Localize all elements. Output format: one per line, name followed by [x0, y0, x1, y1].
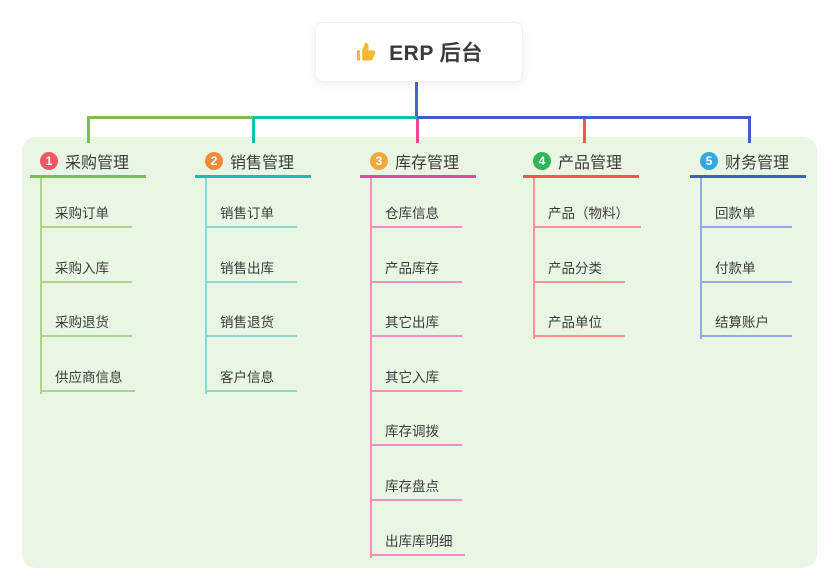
leaf-node[interactable]: 结算账户 — [700, 299, 792, 338]
connector-sub-line — [205, 178, 207, 394]
leaf-node[interactable]: 出库库明细 — [370, 518, 465, 556]
leaf-node[interactable]: 销售退货 — [205, 299, 297, 338]
leaf-node[interactable]: 采购订单 — [40, 190, 132, 228]
leaf-node[interactable]: 销售订单 — [205, 190, 297, 228]
root-node[interactable]: ERP 后台 — [315, 22, 523, 82]
leaf-node[interactable]: 产品单位 — [533, 299, 625, 338]
leaf-node[interactable]: 采购入库 — [40, 245, 132, 283]
branch-badge: 4 — [533, 151, 551, 170]
leaf-node[interactable]: 客户信息 — [205, 354, 297, 392]
leaf-node[interactable]: 回款单 — [700, 190, 792, 228]
leaf-node[interactable]: 库存盘点 — [370, 463, 462, 501]
branch-badge: 5 — [700, 151, 718, 170]
connector-bus-segment — [417, 116, 751, 119]
connector-sub-line — [40, 178, 42, 394]
connector-bus-segment — [253, 116, 417, 119]
leaf-node[interactable]: 产品分类 — [533, 245, 625, 283]
leaf-node[interactable]: 付款单 — [700, 245, 792, 283]
branch-node-purchase[interactable]: 1 采购管理 — [30, 146, 146, 178]
leaf-node[interactable]: 产品库存 — [370, 245, 462, 283]
branch-badge: 3 — [370, 151, 388, 170]
connector-branch-drop — [416, 119, 419, 143]
leaf-node[interactable]: 采购退货 — [40, 299, 132, 338]
leaf-node[interactable]: 其它入库 — [370, 354, 462, 392]
branch-node-product[interactable]: 4 产品管理 — [523, 146, 639, 178]
connector-root-drop — [415, 82, 418, 119]
connector-branch-drop — [252, 119, 255, 143]
branch-label: 销售管理 — [230, 154, 295, 172]
branch-label: 产品管理 — [558, 154, 623, 172]
leaf-node[interactable]: 产品（物料） — [533, 190, 641, 228]
leaf-node[interactable]: 销售出库 — [205, 245, 297, 283]
connector-branch-drop — [87, 119, 90, 143]
leaf-node[interactable]: 其它出库 — [370, 299, 462, 338]
leaf-node[interactable]: 仓库信息 — [370, 190, 462, 228]
leaf-node[interactable]: 供应商信息 — [40, 354, 135, 392]
branch-label: 库存管理 — [395, 154, 460, 172]
branch-node-sales[interactable]: 2 销售管理 — [195, 146, 311, 178]
connector-branch-drop — [583, 119, 586, 143]
leaf-node[interactable]: 库存调拨 — [370, 408, 462, 447]
branch-label: 财务管理 — [725, 154, 790, 172]
branches-panel — [22, 137, 817, 568]
branch-node-inventory[interactable]: 3 库存管理 — [360, 146, 476, 178]
connector-sub-line — [370, 178, 372, 558]
branch-badge: 2 — [205, 151, 223, 170]
connector-bus-segment — [87, 116, 253, 119]
branch-label: 采购管理 — [65, 154, 130, 172]
branch-node-finance[interactable]: 5 财务管理 — [690, 146, 806, 178]
branch-badge: 1 — [40, 151, 58, 170]
root-title: ERP 后台 — [389, 42, 483, 65]
thumbs-up-icon — [355, 40, 379, 64]
connector-branch-drop — [748, 119, 751, 143]
connector-sub-line — [700, 178, 702, 340]
connector-sub-line — [533, 178, 535, 340]
